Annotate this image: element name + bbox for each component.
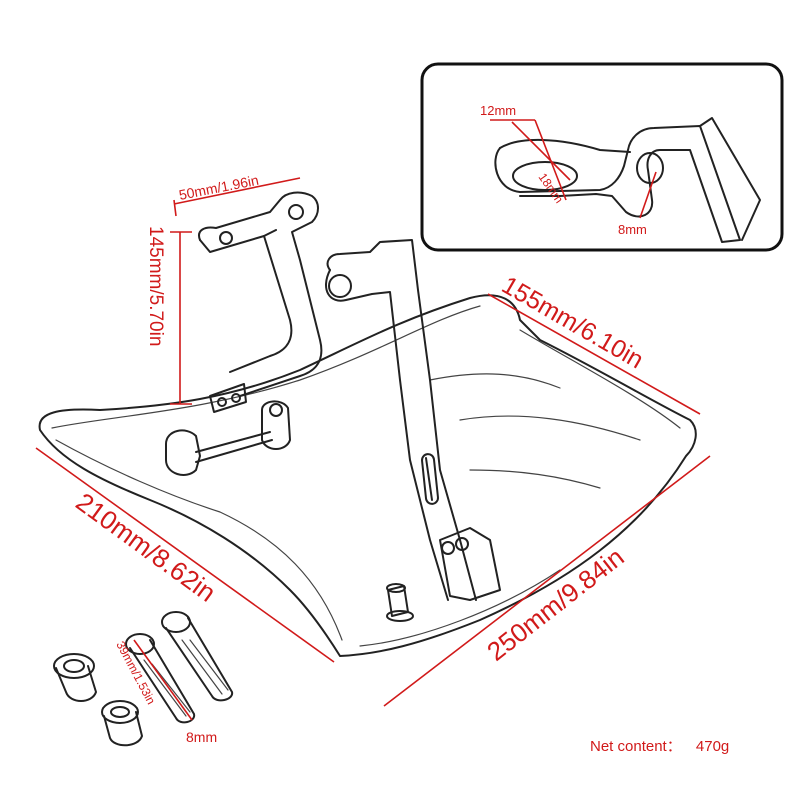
dimension-lines (35, 177, 711, 721)
bracket-width-label: 50mm/1.96in (178, 172, 261, 203)
windshield-outline (38, 294, 697, 657)
net-content: Net content： 470g (590, 735, 729, 756)
inset-hole-width-label: 12mm (480, 103, 516, 118)
bolt-diameter-label: 8mm (186, 729, 217, 745)
net-content-value: 470g (695, 738, 730, 755)
inset-hole-small-label: 8mm (618, 222, 647, 237)
net-content-label: Net content： (590, 738, 682, 755)
bracket-height-label: 145mm/5.70in (145, 226, 166, 346)
right-edge-label: 250mm/9.84in (481, 542, 629, 667)
mount-bracket (165, 191, 501, 622)
top-edge-label: 155mm/6.10in (497, 271, 648, 374)
hardware-kit (53, 611, 234, 747)
detail-inset: 12mm 18mm 8mm (420, 62, 784, 252)
